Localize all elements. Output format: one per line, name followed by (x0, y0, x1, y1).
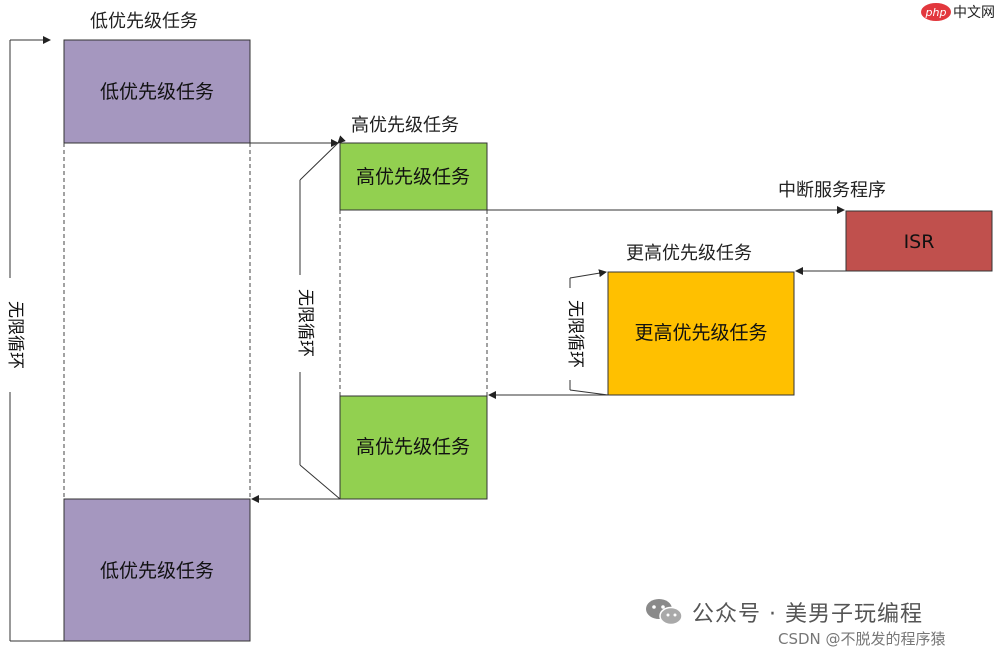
middle-loop-bracket: 无限循环 (295, 135, 346, 500)
svg-text:高优先级任务: 高优先级任务 (356, 436, 470, 458)
low-priority-dashed-region (63, 143, 251, 499)
php-logo-badge: php (921, 3, 951, 21)
svg-text:ISR: ISR (904, 231, 935, 253)
caption-high-priority: 高优先级任务 (351, 115, 459, 136)
inner-loop-bracket: 无限循环 (565, 269, 609, 396)
box-high-priority-1: 高优先级任务 (339, 142, 488, 211)
box-higher-priority: 更高优先级任务 (607, 271, 795, 396)
box-isr: ISR (845, 210, 993, 272)
svg-text:高优先级任务: 高优先级任务 (356, 166, 470, 188)
box-high-priority-2: 高优先级任务 (339, 395, 488, 500)
caption-low-priority: 低优先级任务 (90, 11, 198, 32)
box-low-priority-1: 低优先级任务 (63, 39, 251, 144)
outer-loop-bracket: 无限循环 (5, 36, 64, 642)
wechat-icon (646, 599, 683, 626)
inner-loop-label: 无限循环 (565, 300, 585, 368)
wechat-watermark-text: 公众号 · 美男子玩编程 (692, 602, 923, 627)
svg-text:更高优先级任务: 更高优先级任务 (634, 322, 767, 344)
php-logo: php 中文网 (921, 2, 995, 22)
caption-isr: 中断服务程序 (778, 180, 886, 201)
middle-loop-label: 无限循环 (295, 289, 315, 357)
csdn-watermark-text: CSDN @不脱发的程序猿 (778, 630, 946, 648)
svg-text:低优先级任务: 低优先级任务 (100, 81, 214, 103)
high-priority-dashed-region (339, 210, 488, 396)
php-logo-text: 中文网 (953, 5, 995, 21)
outer-loop-label: 无限循环 (5, 301, 25, 369)
box-low-priority-2: 低优先级任务 (63, 498, 251, 642)
wechat-watermark: 公众号 · 美男子玩编程 (644, 596, 923, 628)
svg-text:低优先级任务: 低优先级任务 (100, 560, 214, 582)
caption-higher-priority: 更高优先级任务 (626, 243, 752, 264)
